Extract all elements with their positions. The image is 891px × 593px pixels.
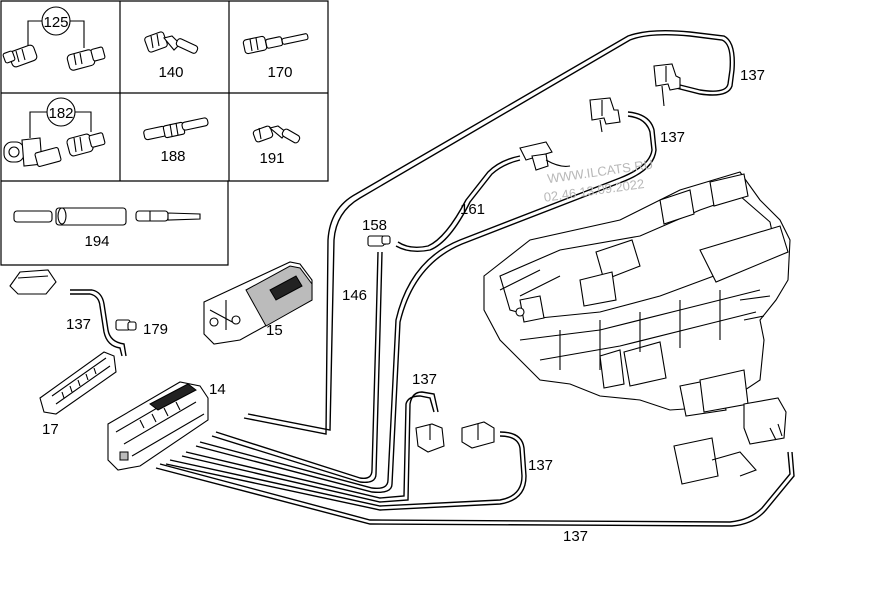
switchover-valve-137-b — [461, 421, 495, 449]
sensor-bracket — [9, 269, 57, 295]
callout-137-left: 137 — [66, 316, 91, 333]
callout-17: 17 — [42, 421, 59, 438]
elbow-fitting-icon — [144, 31, 199, 54]
switchover-valve-137-a — [415, 423, 445, 453]
inset-cell-125[interactable]: 125 — [2, 6, 106, 71]
callout-14: 14 — [209, 381, 226, 398]
callout-15: 15 — [266, 322, 283, 339]
callout-191: 191 — [259, 150, 284, 167]
callout-137-mid: 137 — [412, 371, 437, 388]
connector-strip-17 — [39, 351, 117, 415]
callout-146: 146 — [342, 287, 367, 304]
connector-icon — [66, 132, 106, 157]
callout-137-valve: 137 — [528, 457, 553, 474]
pipe-fitting-icon — [143, 117, 209, 141]
callout-137-upper: 137 — [660, 129, 685, 146]
t-fitting-158 — [367, 235, 391, 247]
callout-137-top-right: 137 — [740, 67, 765, 84]
inset-cell-170[interactable]: 170 — [242, 33, 309, 81]
callout-170: 170 — [267, 64, 292, 81]
vacuum-connector-top — [653, 63, 681, 107]
straight-fitting-icon — [242, 33, 309, 55]
callouts: 137 137 161 158 146 137 179 15 14 17 137… — [42, 67, 765, 545]
actuator-bottom-right — [673, 397, 787, 485]
callout-179: 179 — [143, 321, 168, 338]
callout-182: 182 — [48, 105, 73, 122]
connector-icon — [66, 46, 106, 71]
vacuum-lines — [70, 29, 795, 527]
inset-grid — [0, 0, 329, 266]
inset-cell-140[interactable]: 140 — [144, 31, 199, 81]
callout-158: 158 — [362, 217, 387, 234]
callout-137-bottom: 137 — [563, 528, 588, 545]
inset-cell-191[interactable]: 191 — [252, 125, 301, 167]
solenoid-valve-161 — [519, 141, 571, 171]
callout-140: 140 — [158, 64, 183, 81]
t-fitting-179 — [115, 319, 137, 331]
callout-194: 194 — [84, 233, 109, 250]
callout-125: 125 — [43, 14, 68, 31]
connector-icon — [2, 44, 38, 68]
watermark: WWW.ILCATS.RU 02.46 13.09.2022 — [543, 157, 654, 205]
vacuum-connector-upper — [589, 97, 621, 133]
control-panel-14 — [107, 381, 209, 471]
hose-sleeve-icon — [13, 207, 201, 226]
inset-cell-188[interactable]: 188 — [143, 117, 209, 165]
connector-icon — [3, 137, 62, 167]
heater-box-assembly — [483, 171, 791, 417]
inset-cell-194[interactable]: 194 — [13, 207, 201, 250]
callout-188: 188 — [160, 148, 185, 165]
elbow-fitting-icon — [252, 125, 301, 144]
inset-cell-182[interactable]: 182 — [3, 97, 106, 167]
callout-161: 161 — [460, 201, 485, 218]
control-unit-15 — [203, 261, 313, 345]
